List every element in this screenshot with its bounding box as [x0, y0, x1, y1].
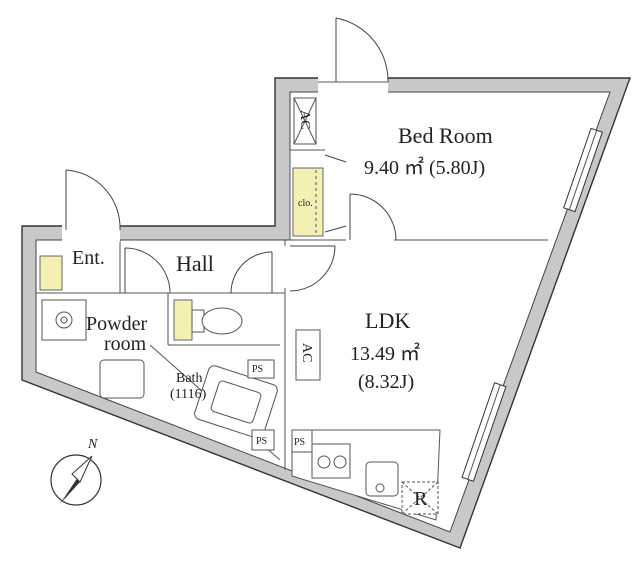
ac-bedroom-unit: AC — [293, 97, 317, 145]
ldk-name: LDK — [365, 308, 410, 333]
hall-door — [124, 247, 171, 294]
ldk-area: 13.49 ㎡ — [350, 341, 420, 365]
bedroom-name: Bed Room — [398, 123, 493, 148]
window-bedroom — [563, 127, 603, 213]
ldk-ps — [291, 429, 313, 453]
ldk-tatami: (8.32J) — [358, 371, 414, 393]
ps-bath-label: PS — [256, 436, 267, 447]
shoe-cabinet — [39, 255, 63, 291]
svg-text:AC: AC — [299, 343, 314, 362]
bath-ps — [247, 359, 275, 379]
washbasin — [41, 299, 87, 341]
north-label: N — [87, 437, 98, 452]
ldk-door — [281, 245, 336, 292]
hall-name: Hall — [176, 251, 214, 276]
bedroom-door — [346, 193, 397, 244]
ps-ldk-label: PS — [294, 437, 305, 448]
entrance-door — [62, 169, 121, 242]
window-ldk — [461, 382, 507, 482]
entrance-name: Ent. — [72, 247, 105, 269]
bath-ps-2 — [251, 429, 275, 451]
powder-name-2: room — [104, 333, 147, 355]
washing-pan — [99, 359, 145, 399]
svg-text:AC: AC — [297, 110, 312, 129]
fridge-space — [401, 481, 439, 515]
toilet-door — [230, 251, 273, 294]
closet-label: clo. — [298, 198, 313, 209]
bedroom-area: 9.40 ㎡ (5.80J) — [364, 155, 485, 179]
closet-area — [292, 167, 324, 237]
balcony-door — [318, 17, 389, 94]
bath-name-1: Bath — [176, 371, 202, 386]
powder-name-1: Powder — [86, 313, 147, 335]
closet-door — [324, 154, 347, 233]
ps-top-label: PS — [252, 364, 263, 375]
bathtub — [194, 365, 278, 439]
ac-ldk-unit: AC — [295, 329, 321, 381]
toilet — [173, 299, 243, 341]
north-compass: N — [50, 437, 102, 506]
bath-name-2: (1116) — [170, 387, 207, 402]
fridge-label: R — [414, 488, 428, 510]
